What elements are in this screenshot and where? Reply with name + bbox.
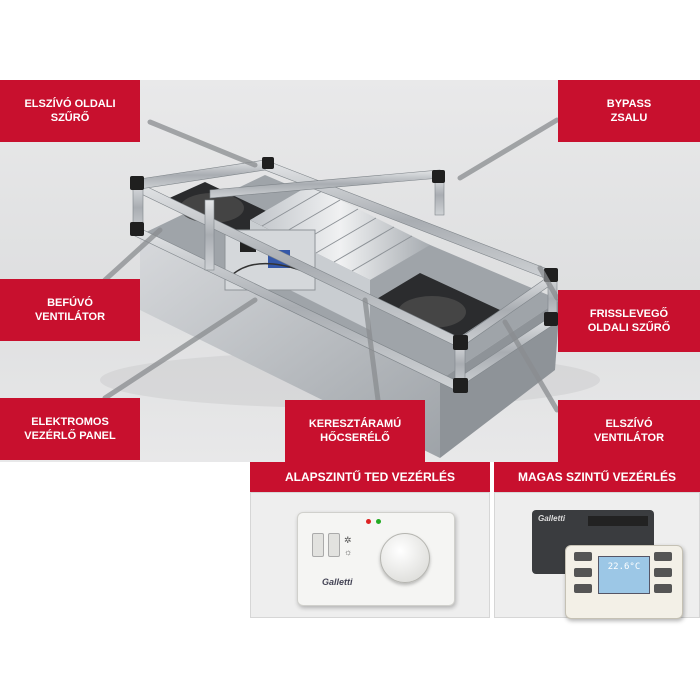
- terminal-strip: [588, 516, 648, 526]
- label-text: VEZÉRLŐ PANEL: [24, 430, 116, 442]
- label-text: ELEKTROMOS: [31, 416, 109, 428]
- advanced-control-title: MAGAS SZINTŰ VEZÉRLÉS: [494, 462, 700, 492]
- ted-thermostat: ✲ ☼ Galletti: [297, 512, 455, 606]
- label-text: KERESZTÁRAMÚ: [308, 418, 402, 430]
- snowflake-icon: ✲: [344, 535, 352, 545]
- wall-controller: 22.6°C: [565, 545, 683, 619]
- label-text: ELSZÍVÓ OLDALI: [24, 98, 116, 110]
- button: [574, 584, 592, 593]
- label-text: BEFÚVÓ: [47, 297, 93, 309]
- galletti-logo: Galletti: [322, 577, 353, 587]
- label-text: FRISSLEVEGŐ: [589, 308, 669, 320]
- label-text: ELSZÍVÓ: [605, 418, 653, 430]
- label-exhaust-fan: ELSZÍVÓ VENTILÁTOR: [558, 400, 700, 462]
- label-text: BYPASS: [606, 98, 652, 110]
- label-text: VENTILÁTOR: [34, 311, 106, 323]
- button: [654, 552, 672, 561]
- label-text: VENTILÁTOR: [593, 432, 665, 444]
- label-bypass-damper: BYPASS ZSALU: [558, 80, 700, 142]
- mode-switch: [328, 533, 340, 557]
- button: [654, 568, 672, 577]
- label-exhaust-filter: ELSZÍVÓ OLDALI SZŰRŐ: [0, 80, 140, 142]
- galletti-logo: Galletti: [538, 514, 566, 523]
- label-text: ZSALU: [610, 112, 648, 124]
- status-led: [366, 519, 371, 524]
- temperature-dial: [380, 533, 430, 583]
- label-control-panel: ELEKTROMOS VEZÉRLŐ PANEL: [0, 398, 140, 460]
- sun-icon: ☼: [344, 547, 353, 557]
- button: [574, 552, 592, 561]
- label-fresh-air-filter: FRISSLEVEGŐ OLDALI SZŰRŐ: [558, 290, 700, 352]
- label-supply-fan: BEFÚVÓ VENTILÁTOR: [0, 279, 140, 341]
- button: [574, 568, 592, 577]
- basic-control-title: ALAPSZINTŰ TED VEZÉRLÉS: [250, 462, 490, 492]
- heat-recovery-unit-image: [100, 157, 600, 458]
- label-text: SZŰRŐ: [50, 112, 90, 124]
- status-led: [376, 519, 381, 524]
- label-text: HŐCSERÉLŐ: [320, 432, 390, 444]
- label-text: OLDALI SZŰRŐ: [587, 322, 671, 334]
- lcd-display: 22.6°C: [598, 556, 650, 594]
- display-temperature: 22.6°C: [607, 562, 641, 572]
- leader-lines: [102, 117, 560, 413]
- button: [654, 584, 672, 593]
- label-heat-exchanger: KERESZTÁRAMÚ HŐCSERÉLŐ: [285, 400, 425, 462]
- fan-speed-switch: [312, 533, 324, 557]
